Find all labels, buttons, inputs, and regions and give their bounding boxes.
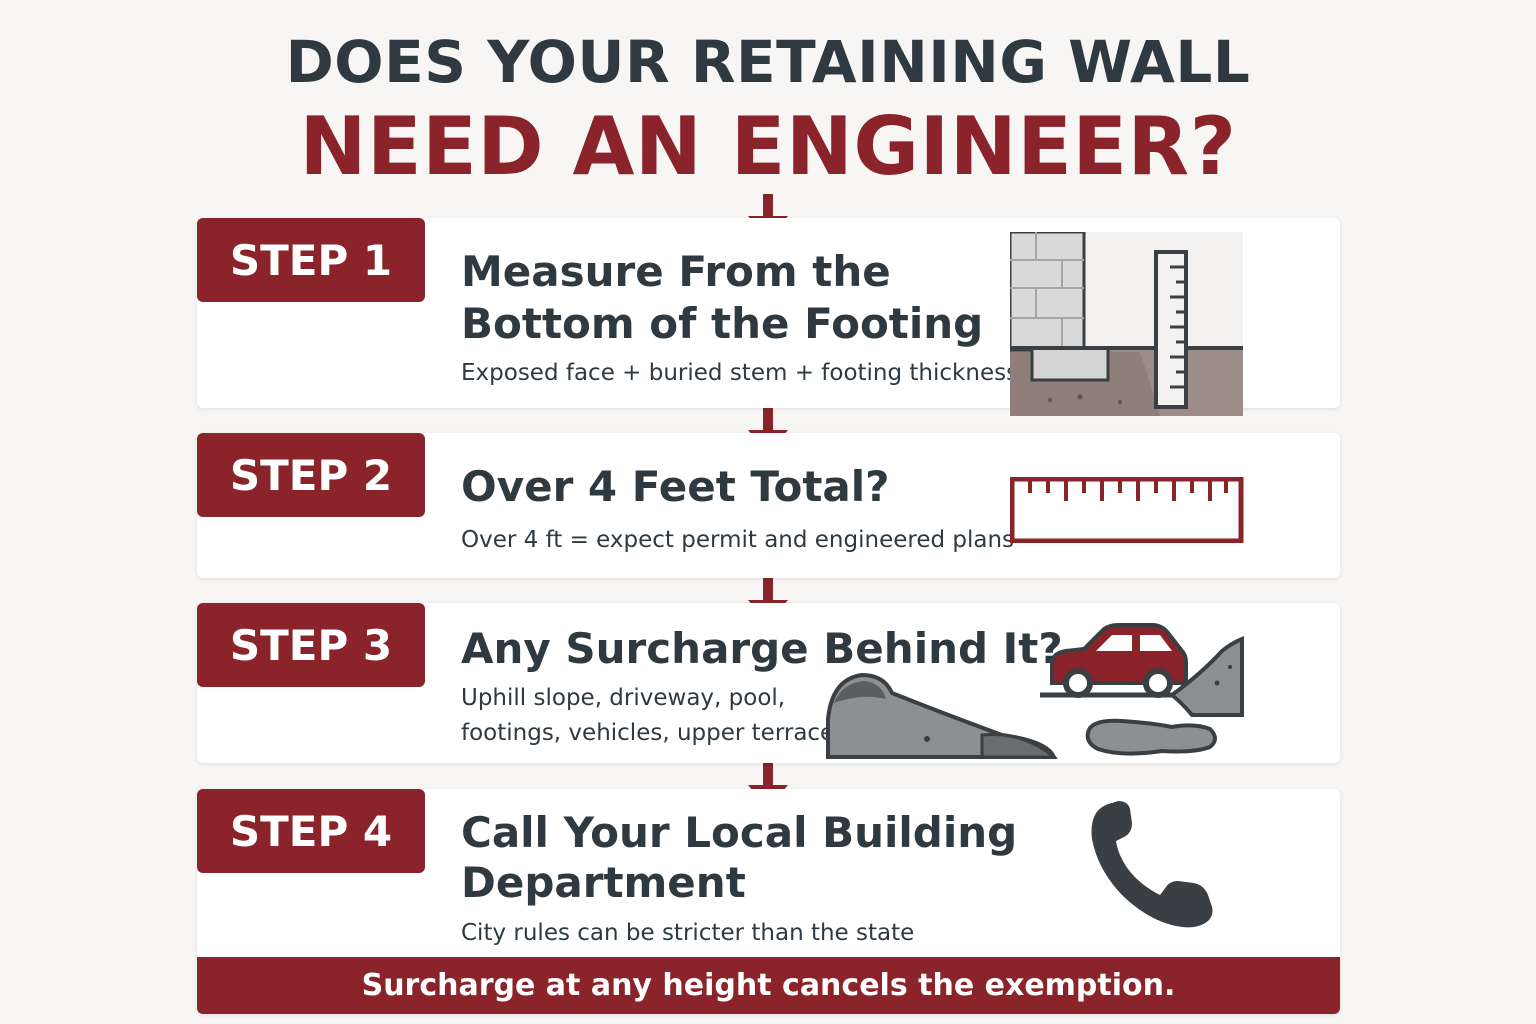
step-badge: STEP 3	[197, 603, 425, 687]
step-heading-line: Department	[461, 858, 746, 907]
step-badge: STEP 4	[197, 789, 425, 873]
step-heading-line: Call Your Local Building	[461, 808, 1018, 857]
step-heading-line: Over 4 Feet Total?	[461, 462, 890, 511]
car-slope-pool-icon	[826, 623, 1244, 759]
step-description: Exposed face + buried stem + footing thi…	[461, 360, 1019, 386]
step-card-2: STEP 2 Over 4 Feet Total? Over 4 ft = ex…	[197, 433, 1340, 578]
title-line-1: DOES YOUR RETAINING WALL	[285, 28, 1251, 96]
wall-footing-measure-icon	[1010, 232, 1243, 416]
step-heading-line: Any Surcharge Behind It?	[461, 624, 1063, 673]
footer-note: Surcharge at any height cancels the exem…	[197, 957, 1340, 1014]
ruler-icon	[1010, 477, 1244, 543]
step-card-1: STEP 1 Measure From the Bottom of the Fo…	[197, 218, 1340, 416]
phone-icon	[1091, 801, 1213, 928]
step-description: Over 4 ft = expect permit and engineered…	[461, 527, 1015, 553]
step-badge: STEP 1	[197, 218, 425, 302]
title-line-2: NEED AN ENGINEER?	[299, 100, 1237, 193]
step-description: City rules can be stricter than the stat…	[461, 920, 915, 946]
step-description: footings, vehicles, upper terrace	[461, 720, 835, 746]
step-description: Uphill slope, driveway, pool,	[461, 685, 786, 711]
step-heading-line: Measure From the	[461, 247, 891, 296]
step-heading-line: Bottom of the Footing	[461, 299, 984, 348]
step-card-3: STEP 3 Any Surcharge Behind It? Uphill s…	[197, 603, 1340, 763]
step-badge: STEP 2	[197, 433, 425, 517]
